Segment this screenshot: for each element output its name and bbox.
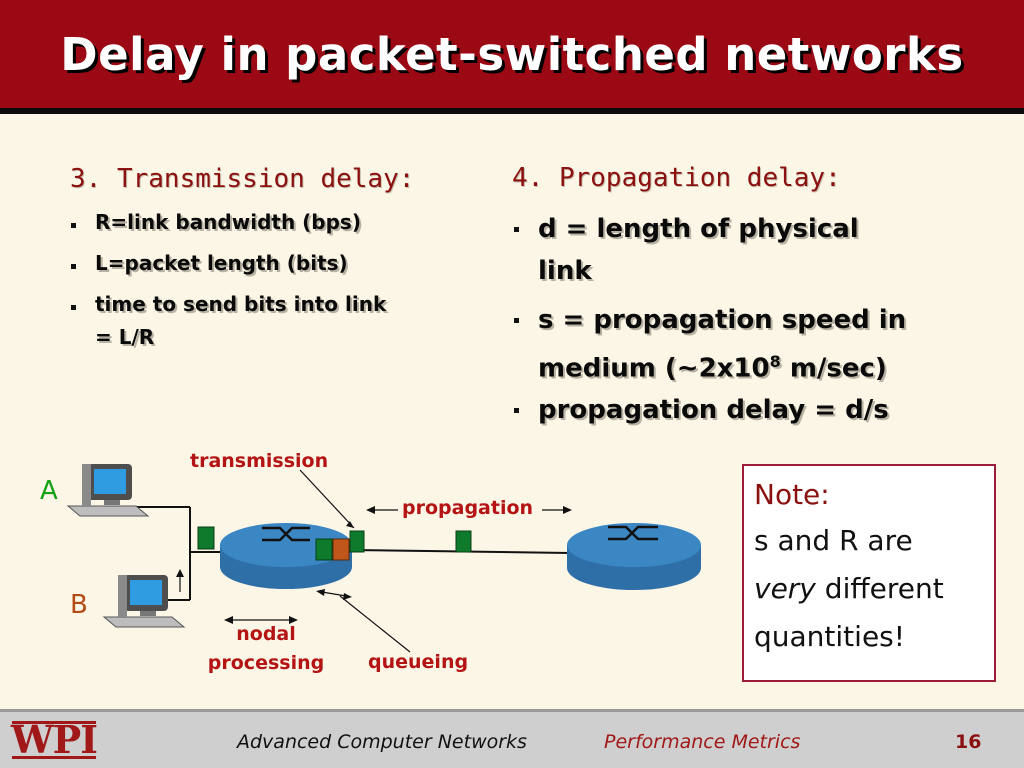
note-line-2: s and R are xyxy=(754,524,913,557)
packet-propagating xyxy=(455,530,472,553)
packet-transmitting xyxy=(349,530,365,553)
bullet-propagation-speed: s = propagation speed in medium (~2x108 … xyxy=(514,299,906,390)
note-heading: Note: xyxy=(754,478,830,511)
bullet-link-bandwidth: R=link bandwidth (bps) xyxy=(71,206,361,239)
propagation-delay-heading: 4. Propagation delay: xyxy=(512,163,841,193)
transmission-pointer xyxy=(299,469,355,529)
queueing-label: queueing xyxy=(368,651,469,673)
packet-processing xyxy=(332,538,350,561)
bullet-icon xyxy=(514,318,519,323)
host-a-label: A xyxy=(40,476,58,506)
packet-queued xyxy=(315,538,333,561)
bullet-time-to-send: time to send bits into link = L/R xyxy=(71,288,386,354)
bullet-icon xyxy=(71,264,76,269)
transmission-label: transmission xyxy=(190,450,329,472)
router-2 xyxy=(567,523,701,590)
bullet-packet-length: L=packet length (bits) xyxy=(71,247,348,280)
bullet-icon xyxy=(514,408,519,413)
footer-bar xyxy=(0,712,1024,768)
host-b-computer-icon xyxy=(102,575,186,628)
footer-divider xyxy=(0,709,1024,712)
bullet-icon xyxy=(71,223,76,228)
title-divider xyxy=(0,108,1024,114)
footer-topic: Performance Metrics xyxy=(604,731,801,753)
nodal-processing-label: nodal processing xyxy=(207,623,325,674)
bullet-length-physical-link: d = length of physical link xyxy=(514,208,859,292)
footer-course: Advanced Computer Networks xyxy=(237,731,527,753)
wpi-logo: WPI xyxy=(8,716,100,764)
bullet-icon xyxy=(514,227,519,232)
note-line-3: very different xyxy=(754,572,944,605)
note-line-4: quantities! xyxy=(754,620,905,653)
bullet-icon xyxy=(71,305,76,310)
packet-incoming xyxy=(197,526,215,550)
transmission-delay-heading: 3. Transmission delay: xyxy=(70,164,415,194)
host-a-computer-icon xyxy=(66,464,150,517)
slide-title: Delay in packet-switched networks xyxy=(60,28,964,81)
slide-number: 16 xyxy=(955,731,982,753)
propagation-label: propagation xyxy=(402,497,534,519)
queueing-pointer xyxy=(339,595,411,653)
queueing-arrow xyxy=(321,591,347,597)
bullet-propagation-delay-formula: propagation delay = d/s xyxy=(514,389,889,431)
title-bar xyxy=(0,0,1024,108)
host-b-label: B xyxy=(70,590,88,620)
note-box: Note: s and R are very different quantit… xyxy=(742,464,996,682)
